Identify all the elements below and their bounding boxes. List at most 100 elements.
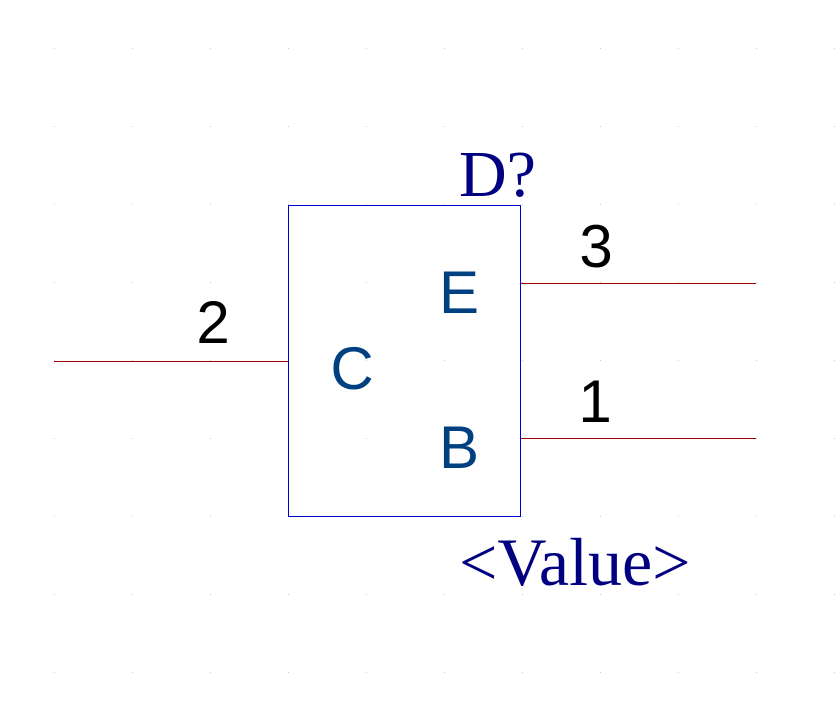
- grid-dot: [132, 438, 133, 439]
- grid-dot: [678, 48, 679, 49]
- grid-dots: [54, 48, 835, 673]
- grid-dot: [366, 48, 367, 49]
- pin-3-number: 3: [579, 213, 612, 280]
- grid-dot: [600, 282, 601, 283]
- grid-dot: [54, 282, 55, 283]
- grid-dot: [522, 360, 523, 361]
- grid-dot: [522, 48, 523, 49]
- grid-dot: [678, 282, 679, 283]
- grid-dot: [288, 126, 289, 127]
- grid-dot: [366, 282, 367, 283]
- grid-dot: [834, 126, 835, 127]
- grid-dot: [54, 672, 55, 673]
- grid-dot: [288, 48, 289, 49]
- grid-dot: [756, 48, 757, 49]
- grid-dot: [132, 360, 133, 361]
- grid-dot: [678, 594, 679, 595]
- grid-dot: [600, 48, 601, 49]
- grid-dot: [132, 282, 133, 283]
- grid-dot: [678, 204, 679, 205]
- grid-dot: [210, 594, 211, 595]
- grid-dot: [834, 204, 835, 205]
- grid-dot: [288, 204, 289, 205]
- grid-dot: [444, 126, 445, 127]
- grid-dot: [366, 126, 367, 127]
- grid-dot: [756, 516, 757, 517]
- grid-dot: [132, 594, 133, 595]
- grid-dot: [600, 594, 601, 595]
- pin-2-name: C: [330, 335, 373, 402]
- grid-dot: [210, 672, 211, 673]
- grid-dot: [54, 204, 55, 205]
- grid-dot: [366, 360, 367, 361]
- grid-dot: [522, 516, 523, 517]
- grid-dot: [210, 282, 211, 283]
- grid-dot: [756, 438, 757, 439]
- grid-dot: [132, 516, 133, 517]
- grid-dot: [210, 204, 211, 205]
- grid-dot: [834, 282, 835, 283]
- grid-dot: [366, 204, 367, 205]
- grid-dot: [834, 360, 835, 361]
- grid-dot: [366, 672, 367, 673]
- grid-dot: [756, 126, 757, 127]
- grid-dot: [366, 594, 367, 595]
- grid-dot: [834, 48, 835, 49]
- component-body[interactable]: [288, 205, 521, 517]
- grid-dot: [834, 672, 835, 673]
- component-value[interactable]: <Value>: [459, 524, 691, 600]
- grid-dot: [132, 48, 133, 49]
- grid-dot: [132, 672, 133, 673]
- grid-dot: [444, 282, 445, 283]
- grid-dot: [522, 204, 523, 205]
- grid-dot: [54, 594, 55, 595]
- grid-dot: [444, 594, 445, 595]
- grid-dot: [756, 672, 757, 673]
- grid-dot: [756, 360, 757, 361]
- grid-dot: [522, 594, 523, 595]
- grid-dot: [600, 126, 601, 127]
- grid-dot: [678, 516, 679, 517]
- grid-dot: [600, 516, 601, 517]
- grid-dot: [834, 594, 835, 595]
- grid-dot: [756, 204, 757, 205]
- grid-dot: [210, 516, 211, 517]
- grid-dot: [210, 438, 211, 439]
- grid-dot: [678, 672, 679, 673]
- grid-dot: [366, 438, 367, 439]
- grid-dot: [522, 282, 523, 283]
- grid-dot: [54, 48, 55, 49]
- pin-1-name: B: [439, 414, 479, 481]
- grid-dot: [522, 672, 523, 673]
- component-designator[interactable]: D?: [459, 138, 536, 211]
- grid-dot: [210, 126, 211, 127]
- grid-dot: [444, 48, 445, 49]
- grid-dot: [132, 126, 133, 127]
- grid-dot: [600, 672, 601, 673]
- grid-dot: [678, 360, 679, 361]
- grid-dot: [210, 360, 211, 361]
- grid-dot: [444, 672, 445, 673]
- grid-dot: [444, 438, 445, 439]
- grid-dot: [756, 282, 757, 283]
- grid-dot: [54, 126, 55, 127]
- grid-dot: [834, 438, 835, 439]
- grid-dot: [756, 594, 757, 595]
- grid-dot: [288, 594, 289, 595]
- grid-dot: [600, 360, 601, 361]
- grid-dot: [444, 204, 445, 205]
- grid-dot: [678, 126, 679, 127]
- grid-dot: [834, 516, 835, 517]
- grid-dot: [210, 48, 211, 49]
- grid-dot: [132, 204, 133, 205]
- pin-2-number: 2: [196, 289, 229, 356]
- grid-dot: [600, 204, 601, 205]
- grid-dot: [522, 126, 523, 127]
- grid-dot: [444, 360, 445, 361]
- pin-1-number: 1: [578, 368, 611, 435]
- pin-3-name: E: [439, 259, 479, 326]
- grid-dot: [54, 360, 55, 361]
- grid-dot: [54, 438, 55, 439]
